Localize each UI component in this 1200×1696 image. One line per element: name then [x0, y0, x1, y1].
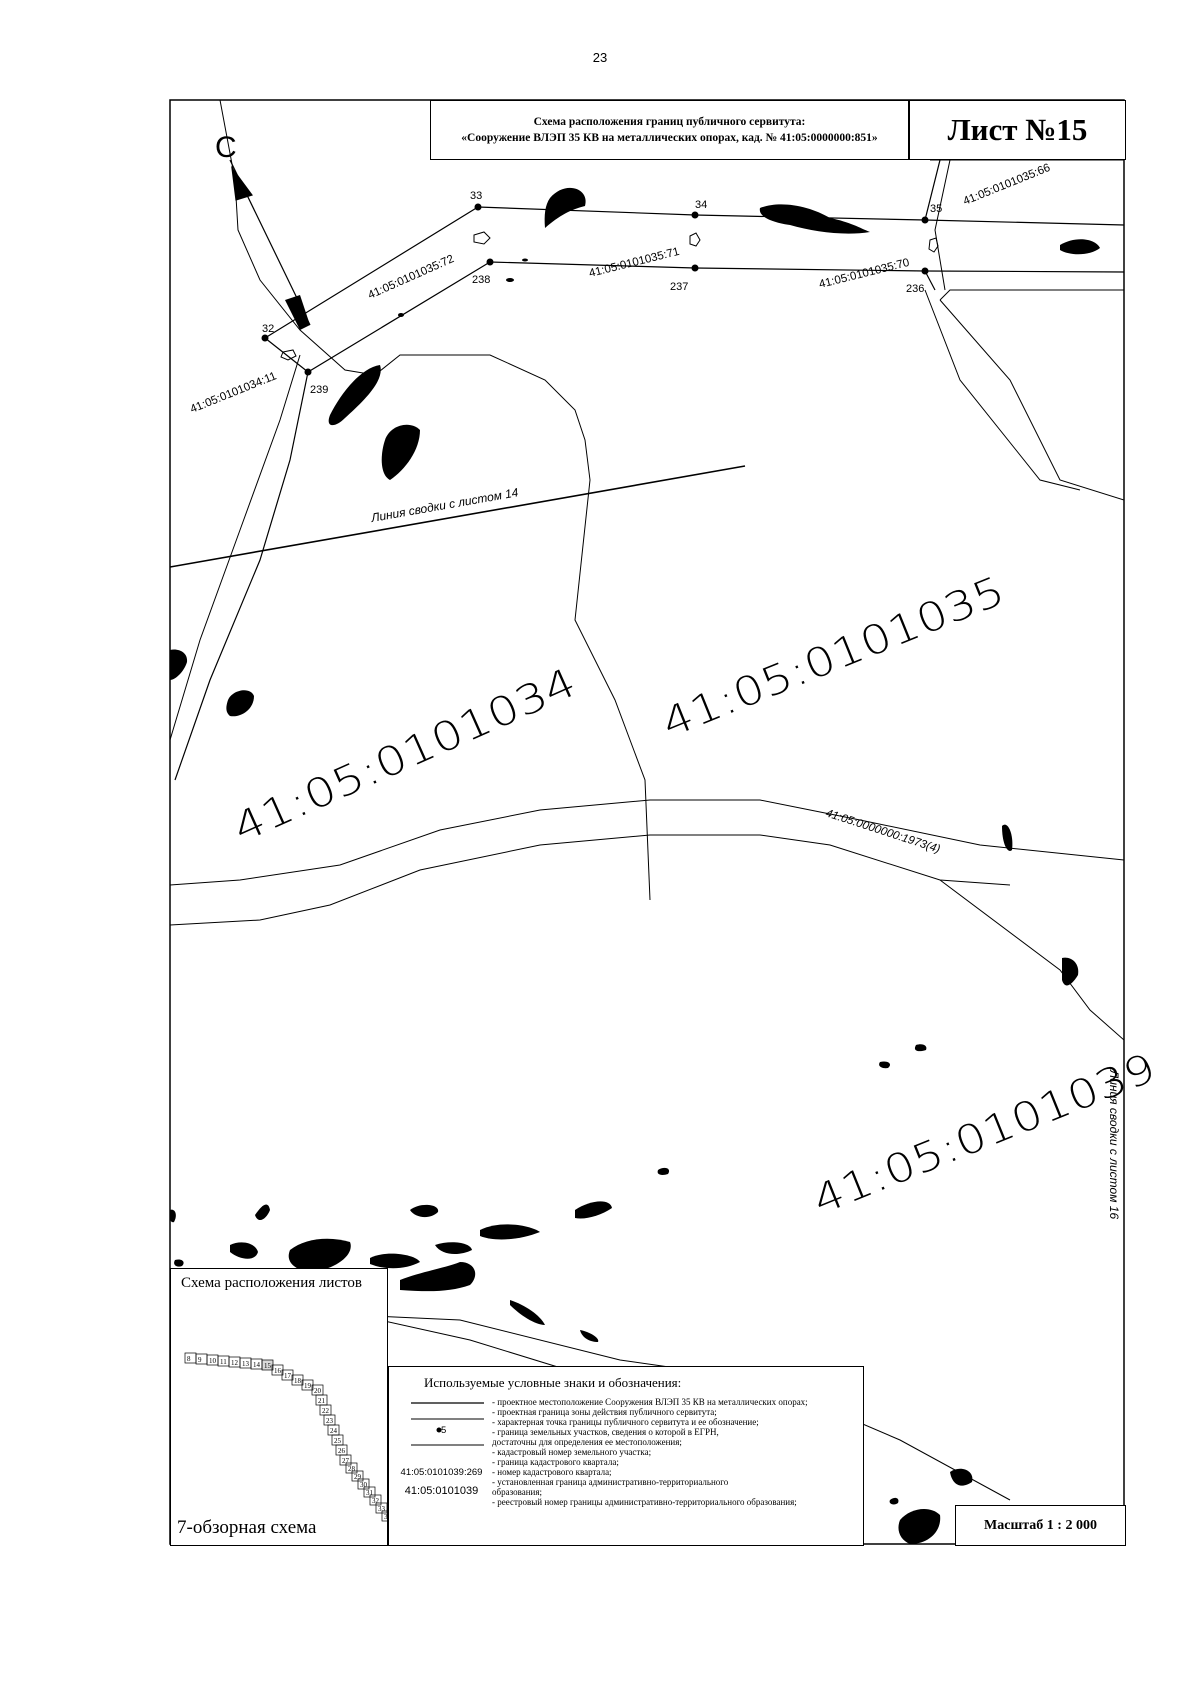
junction-line-14 — [170, 465, 746, 568]
point-label-236: 236 — [906, 283, 924, 295]
legend-quarter-sample: 41:05:0101039 — [404, 1485, 479, 1497]
legend-parcel-sample: 41:05:0101039:269 — [400, 1467, 483, 1478]
parcel-label-3572: 41:05:0101035:72 — [366, 253, 456, 302]
point-label-35: 35 — [930, 203, 942, 215]
overview-sheet-number: 11 — [220, 1358, 227, 1366]
legend-item: достаточны для определения ее местополож… — [492, 1437, 682, 1447]
overview-sheet-box — [375, 1502, 387, 1514]
overview-sheet-number: 23 — [326, 1417, 334, 1425]
overview-sheet-number: 16 — [274, 1367, 282, 1375]
parcel-label-3566: 41:05:0101035:66 — [962, 162, 1052, 208]
legend-item: - реестровый номер границы административ… — [492, 1497, 797, 1507]
overview-sheet-number: 18 — [294, 1377, 302, 1385]
overview-sheet-box — [363, 1486, 376, 1498]
legend-item: - установленная граница административно-… — [492, 1477, 729, 1487]
page-number: 23 — [592, 50, 608, 65]
legend-title: Используемые условные знаки и обозначени… — [424, 1375, 682, 1390]
parcel-label-3411: 41:05:0101034:11 — [189, 370, 279, 416]
legend-symbols — [411, 1402, 484, 1446]
overview-sheet-number: 30 — [360, 1481, 368, 1489]
overview-sheet-number: 29 — [354, 1473, 362, 1481]
overview-sheet-number: 25 — [334, 1437, 342, 1445]
overview-sheet-number: 32 — [372, 1497, 380, 1505]
legend-item: - характерная точка границы публичного с… — [492, 1417, 759, 1427]
overview-caption: 7-обзорная схема — [177, 1517, 317, 1538]
title-box: Схема расположения границ публичного сер… — [430, 100, 909, 160]
overview-sheet-number: 24 — [330, 1427, 338, 1435]
scale-label: Масштаб 1 : 2 000 — [955, 1505, 1126, 1546]
quarter-label-35: 41:05:0101035 — [656, 568, 1012, 747]
overview-sheet-number: 9 — [198, 1356, 202, 1364]
sheet-label: Лист №15 — [909, 100, 1126, 160]
legend-point-icon — [436, 1427, 442, 1433]
overview-sheet-number: 19 — [304, 1382, 312, 1390]
legend-item: - кадастровый номер земельного участка; — [492, 1447, 652, 1457]
overview-sheet-number: 12 — [231, 1359, 239, 1367]
legend-item: образования; — [492, 1487, 542, 1497]
overview-sheet-number: 10 — [209, 1357, 217, 1365]
overview-sheet-number: 22 — [322, 1407, 330, 1415]
overview-sheet-box — [357, 1478, 370, 1490]
overview-sheet-box — [351, 1470, 364, 1482]
overview-sheet-number: 13 — [242, 1360, 250, 1368]
legend-item: - номер кадастрового квартала; — [492, 1467, 612, 1477]
point-label-32: 32 — [262, 323, 274, 335]
parcel-label-3570: 41:05:0101035:70 — [818, 257, 911, 291]
overview-sheet-number: 33 — [378, 1505, 386, 1513]
quarter-label-34: 41:05:0101034 — [226, 660, 583, 853]
legend-item: - проектное местоположение Сооружения ВЛ… — [492, 1397, 808, 1407]
point-label-237: 237 — [670, 281, 688, 293]
overview-sheet-number: 27 — [342, 1457, 350, 1465]
quarter-boundaries — [170, 100, 1124, 1501]
pylon-icons — [285, 258, 528, 330]
legend: Используемые условные знаки и обозначени… — [388, 1366, 864, 1546]
title-line-2: «Сооружение ВЛЭП 35 КВ на металлических … — [461, 132, 878, 144]
point-label-239: 239 — [310, 384, 328, 396]
parcel-label-3571: 41:05:0101035:71 — [588, 246, 681, 280]
overview-sheet-number: 14 — [253, 1361, 261, 1369]
overview-sheet-box — [381, 1510, 387, 1522]
legend-item: - граница кадастрового квартала; — [492, 1457, 619, 1467]
point-label-34: 34 — [695, 199, 707, 211]
junction-label-16: Линия сводки с листом 16 — [1107, 1069, 1121, 1219]
north-label: С — [215, 131, 237, 164]
legend-item: - граница земельных участков, сведения о… — [492, 1427, 719, 1437]
overview-sheet-number: 8 — [187, 1355, 191, 1363]
legend-point-sample: 5 — [441, 1425, 447, 1436]
title-line-1: Схема расположения границ публичного сер… — [533, 116, 806, 128]
terrain-blobs — [170, 187, 1100, 1544]
overview-sheet-number: 26 — [338, 1447, 346, 1455]
overview-sheet-box — [339, 1454, 352, 1466]
overview-sheet-number: 17 — [284, 1372, 292, 1380]
overview-sheet-number: 20 — [314, 1387, 322, 1395]
overview-sheet-number: 34 — [384, 1513, 387, 1521]
overview-title: Схема расположения листов — [181, 1275, 362, 1291]
boundary-points — [261, 203, 929, 376]
building-icons — [280, 231, 939, 361]
legend-item: - проектная граница зоны действия публич… — [492, 1407, 717, 1417]
overview-sheet-number: 31 — [366, 1489, 374, 1497]
overview-sheet-number: 21 — [318, 1397, 326, 1405]
overview-sheet-box — [369, 1494, 382, 1506]
point-label-33: 33 — [470, 190, 482, 202]
overview-sheet-number: 28 — [348, 1465, 356, 1473]
point-label-238: 238 — [472, 274, 490, 286]
overview-sheet-number: 15 — [264, 1362, 272, 1370]
overview-sheet-box — [345, 1462, 358, 1474]
